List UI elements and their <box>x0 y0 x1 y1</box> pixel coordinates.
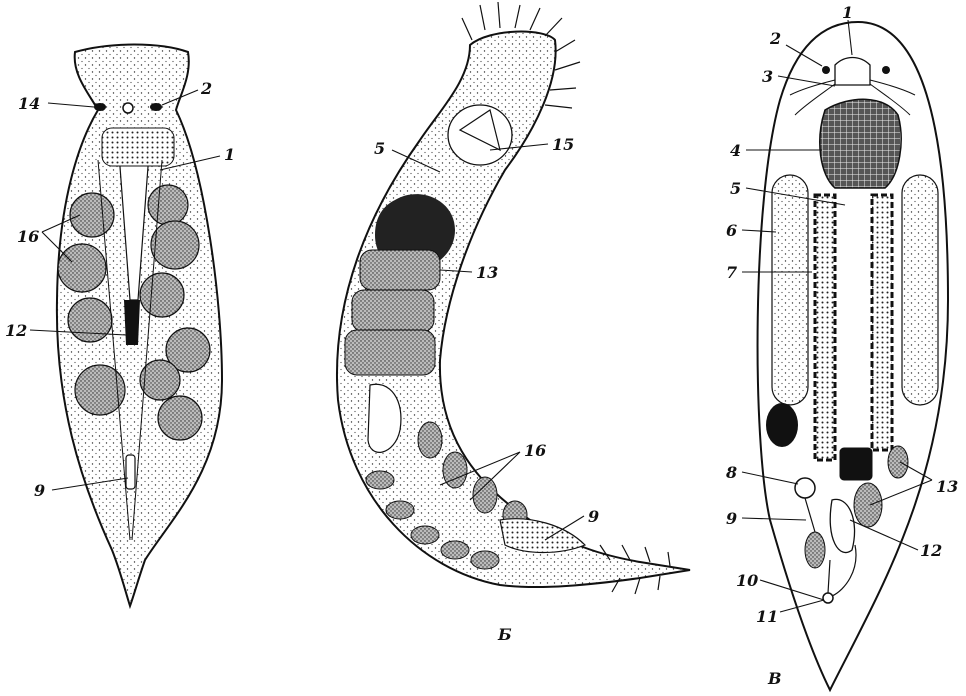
panel-c-pharynx <box>820 99 901 188</box>
panel-c-intestine-right <box>872 195 892 450</box>
panel-c-label-8: 8 <box>725 463 737 482</box>
panel-a: 14 2 1 16 12 9 <box>5 45 235 607</box>
panel-b: 5 15 13 16 9 Б <box>337 2 690 644</box>
panel-b-label-15: 15 <box>552 135 574 154</box>
panel-c-label-4: 4 <box>730 141 741 160</box>
panel-a-label-16: 16 <box>17 227 39 246</box>
panel-c-gland-lower <box>854 483 882 527</box>
panel-c-bursa <box>795 478 815 498</box>
panel-c-label-3: 3 <box>762 67 773 86</box>
panel-c-label-9: 9 <box>726 509 737 528</box>
panel-b-label-13: 13 <box>476 263 498 282</box>
panel-c-eye-right <box>882 66 890 74</box>
panel-b-caption: Б <box>497 625 512 644</box>
panel-c-label-10: 10 <box>736 571 758 590</box>
panel-c-gonad <box>840 448 872 480</box>
panel-a-label-2: 2 <box>200 79 212 98</box>
panel-c-label-6: 6 <box>726 221 737 240</box>
panel-c-label-2: 2 <box>769 29 781 48</box>
panel-c-brain <box>835 58 870 86</box>
panel-c-ovary <box>766 403 798 447</box>
panel-a-eye-center <box>123 103 133 113</box>
panel-c-label-5: 5 <box>730 179 741 198</box>
panel-a-label-12: 12 <box>5 321 27 340</box>
panel-c-label-7: 7 <box>726 263 737 282</box>
panel-c: 1 2 3 4 5 6 7 8 9 10 11 12 13 В <box>725 3 958 690</box>
panel-b-label-9: 9 <box>588 507 599 526</box>
panel-c-seminal-vesicle <box>805 532 825 568</box>
panel-c-label-1: 1 <box>842 3 853 22</box>
panel-b-label-16: 16 <box>524 441 546 460</box>
panel-a-leader-14 <box>48 103 94 107</box>
panel-a-brain-cells <box>102 128 174 166</box>
panel-a-label-14: 14 <box>18 94 40 113</box>
panel-a-eye-right <box>150 103 162 111</box>
panel-c-yolk-left <box>772 175 808 405</box>
panel-c-gland-right <box>888 446 908 478</box>
panel-c-genital-pore <box>823 593 833 603</box>
panel-b-pharynx <box>448 105 512 165</box>
panel-c-caption: В <box>767 669 782 688</box>
panel-c-yolk-right <box>902 175 938 405</box>
panel-a-label-9: 9 <box>34 481 45 500</box>
panel-a-stylet <box>126 455 135 489</box>
panel-c-label-12: 12 <box>920 541 942 560</box>
panel-a-eye-left <box>94 103 106 111</box>
panel-c-intestine-left <box>815 195 835 460</box>
panel-c-label-13: 13 <box>936 477 958 496</box>
panel-c-label-11: 11 <box>756 607 778 626</box>
panel-c-eye-left <box>822 66 830 74</box>
panel-a-label-1: 1 <box>224 145 235 164</box>
panel-a-pharynx <box>124 300 140 345</box>
panel-b-label-5: 5 <box>374 139 385 158</box>
